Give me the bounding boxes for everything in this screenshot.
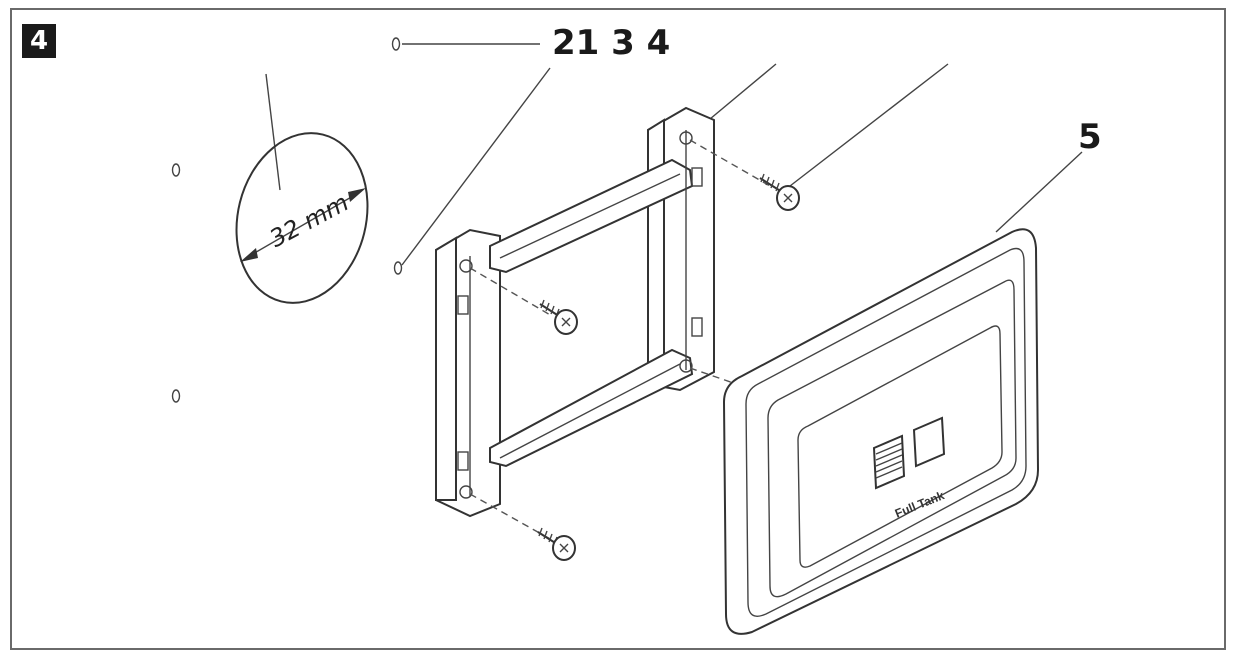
- mounting-frame: [435, 106, 715, 518]
- diameter-arrowhead-left: [240, 248, 258, 262]
- leader-line-3: [703, 63, 777, 125]
- display-panel: [722, 228, 1040, 635]
- leader-line-diameter: [265, 73, 281, 191]
- sensor-grille-icon: [872, 434, 906, 490]
- wall-hole-top-middle: [391, 37, 401, 51]
- dimension-label: 32 mm: [265, 188, 353, 253]
- diameter-arrow-line: [245, 191, 361, 259]
- wall-hole-upper-left: [171, 163, 181, 177]
- wall-holes: [171, 37, 403, 403]
- indicator-light-icon: [912, 416, 946, 468]
- callout-numbers-1-4: 21 3 4: [552, 23, 671, 63]
- frame-hole-bottom-left: [459, 485, 473, 499]
- screw-top-right: [759, 173, 800, 211]
- frame-hole-top-right: [679, 131, 693, 145]
- leader-line-5: [995, 151, 1083, 233]
- diameter-arrowhead-right: [348, 188, 366, 202]
- frame-hole-top-left: [459, 259, 473, 273]
- frame-hole-bottom-right: [679, 359, 693, 373]
- leader-lines: [265, 43, 1083, 266]
- wall-hole-middle: [393, 261, 403, 275]
- callout-number-5: 5: [1078, 117, 1102, 157]
- leader-line-2: [401, 67, 551, 266]
- screw-middle-left: [539, 299, 578, 335]
- screw-bottom-left: [537, 527, 576, 561]
- wall-hole-lower-left: [171, 389, 181, 403]
- figure-frame: [10, 8, 1226, 650]
- step-number-badge: 4: [22, 24, 56, 58]
- leader-line-4: [789, 63, 949, 187]
- cutout-hole: [235, 132, 369, 304]
